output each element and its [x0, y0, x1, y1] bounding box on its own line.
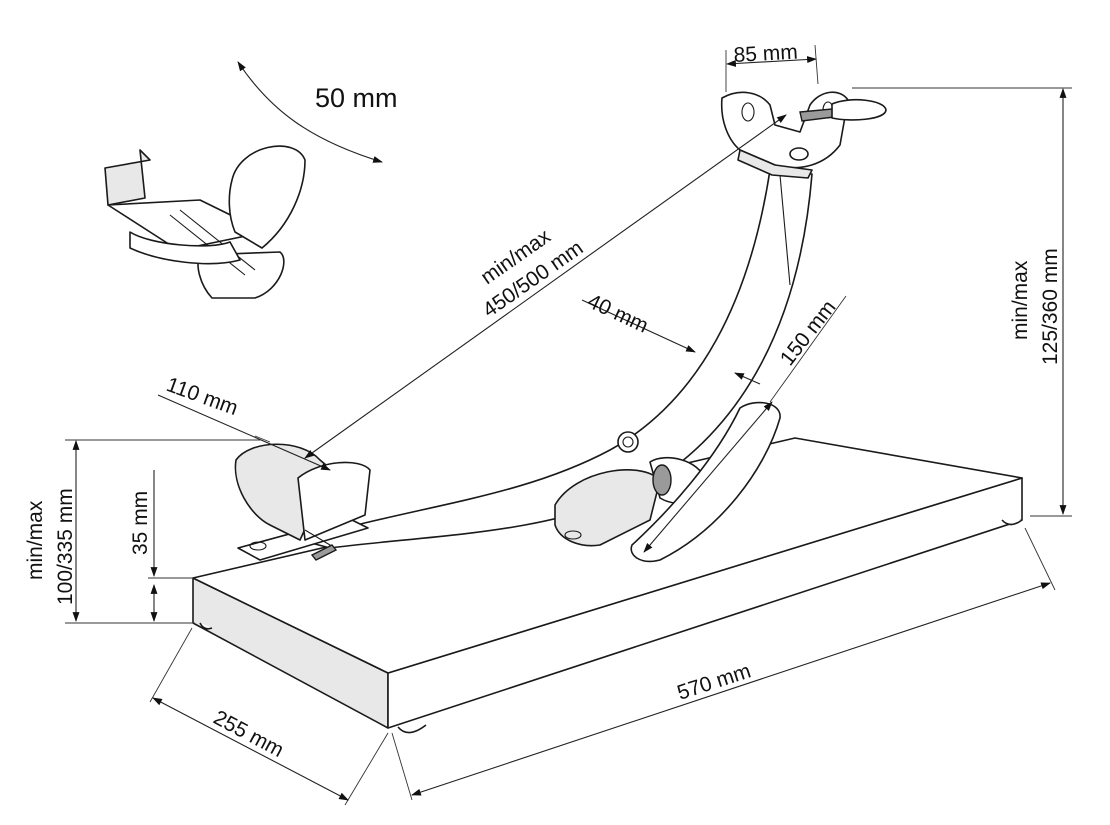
- dim-top-width: 85 mm: [725, 41, 819, 92]
- label-height-minmax: min/max: [1009, 260, 1032, 340]
- base-foot-left: [199, 622, 213, 630]
- label-height-value: 125/360 mm: [1039, 248, 1062, 365]
- dim-holder-height: min/max 125/360 mm: [852, 87, 1072, 517]
- inset-rotating-cup: [104, 145, 306, 299]
- label-arm-width: 40 mm: [584, 290, 652, 338]
- label-cup-height-value: 100/335 mm: [54, 488, 77, 605]
- base-foot-right: [1001, 519, 1023, 526]
- label-cup-width: 110 mm: [163, 373, 241, 420]
- base-foot-front: [397, 724, 427, 734]
- arm-bolt: [617, 431, 639, 453]
- label-base-thickness: 35 mm: [129, 491, 152, 555]
- dim-cup-height: min/max 100/335 mm: [24, 439, 262, 624]
- label-base-length: 570 mm: [674, 659, 753, 704]
- clamp-screw-handle: [831, 98, 887, 121]
- top-bone-clamp: [720, 91, 887, 179]
- label-top-width: 85 mm: [733, 41, 798, 67]
- rear-cup-rest: [234, 443, 371, 561]
- dim-base-thickness: 35 mm: [129, 470, 193, 622]
- label-rotation: 50 mm: [315, 83, 398, 113]
- label-cup-height-minmax: min/max: [24, 500, 47, 580]
